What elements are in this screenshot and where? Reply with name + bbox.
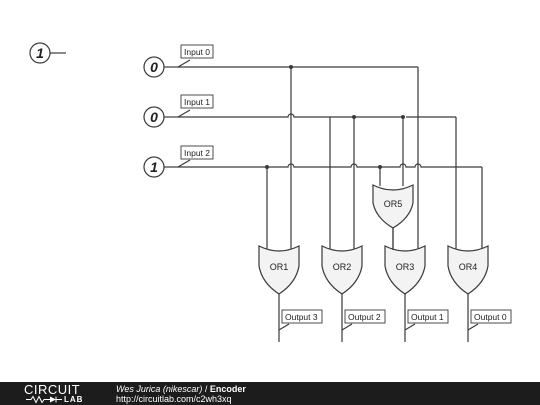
gate-or1-label: OR1 — [270, 262, 289, 272]
input-0-tag-text: Input 0 — [184, 47, 210, 57]
gate-or3[interactable]: OR3 — [384, 245, 426, 295]
logo-wordmark-top: CIRCUIT — [24, 382, 81, 397]
circuit-title[interactable]: Encoder — [209, 384, 246, 394]
input-0-value: 0 — [150, 59, 158, 75]
junction-dot — [265, 165, 269, 169]
gate-or2-body[interactable] — [321, 245, 363, 295]
junction-dot — [378, 165, 382, 169]
author-name[interactable]: Wes Jurica (nikescar) — [116, 384, 203, 394]
footer-bar: CIRCUIT LAB Wes Jurica (nikescar) / Enco… — [0, 382, 540, 405]
resistor-diode-icon — [26, 395, 62, 404]
output-1-tag — [407, 309, 449, 324]
legend-value: 1 — [36, 45, 44, 61]
output-2-tag-pointer — [341, 323, 353, 331]
input-1-tag-pointer — [177, 109, 191, 118]
output-1-tag-pointer — [404, 323, 416, 331]
input-1[interactable]: 0 Input 1 — [143, 94, 214, 128]
gate-or5-body[interactable] — [372, 184, 414, 229]
output-2-tag-text: Output 2 — [348, 312, 381, 322]
output-3-tag-text: Output 3 — [285, 312, 318, 322]
output-3-tag-pointer — [278, 323, 290, 331]
gate-or1-body[interactable] — [258, 245, 300, 295]
junction-dot — [352, 115, 356, 119]
input-2-value: 1 — [150, 159, 158, 175]
circuit-credit: Wes Jurica (nikescar) / Encoder — [116, 384, 246, 394]
gate-or3-label: OR3 — [396, 262, 415, 272]
output-0-tag-text: Output 0 — [474, 312, 507, 322]
logo-wordmark-bottom: LAB — [64, 395, 84, 404]
circuitlab-logo[interactable]: CIRCUIT LAB — [24, 383, 94, 404]
input-2-tag-pointer — [177, 159, 191, 168]
junction-dot — [401, 115, 405, 119]
input-2[interactable]: 1 Input 2 — [143, 145, 214, 178]
junction-dot — [289, 65, 293, 69]
output-0[interactable]: Output 0 — [467, 309, 512, 331]
input-0[interactable]: 0 Input 0 — [143, 44, 214, 78]
output-2[interactable]: Output 2 — [341, 309, 386, 331]
gate-or4-body[interactable] — [447, 245, 489, 295]
output-0-tag — [470, 309, 512, 324]
credit-separator: / — [202, 384, 210, 394]
input-1-tag — [180, 94, 214, 109]
gate-or5-label: OR5 — [384, 199, 403, 209]
legend-probe: 1 — [29, 42, 66, 64]
gate-or4[interactable]: OR4 — [447, 245, 489, 295]
output-3[interactable]: Output 3 — [278, 309, 323, 331]
output-1[interactable]: Output 1 — [404, 309, 449, 331]
gate-or2[interactable]: OR2 — [321, 245, 363, 295]
gate-or3-body[interactable] — [384, 245, 426, 295]
input-0-tag — [180, 44, 214, 59]
output-2-tag — [344, 309, 386, 324]
gate-or2-label: OR2 — [333, 262, 352, 272]
output-0-tag-pointer — [467, 323, 479, 331]
circuit-url[interactable]: http://circuitlab.com/c2wh3xq — [116, 394, 232, 404]
input-2-tag — [180, 145, 214, 160]
gate-or4-label: OR4 — [459, 262, 478, 272]
output-1-tag-text: Output 1 — [411, 312, 444, 322]
input-1-value: 0 — [150, 109, 158, 125]
input-1-tag-text: Input 1 — [184, 97, 210, 107]
gate-or1[interactable]: OR1 — [258, 245, 300, 295]
input-2-tag-text: Input 2 — [184, 148, 210, 158]
gate-or5[interactable]: OR5 — [372, 184, 414, 229]
input-0-tag-pointer — [177, 59, 191, 68]
output-3-tag — [281, 309, 323, 324]
schematic-canvas: 1 0 Input 0 0 Input 1 1 Input 2 — [29, 42, 512, 342]
